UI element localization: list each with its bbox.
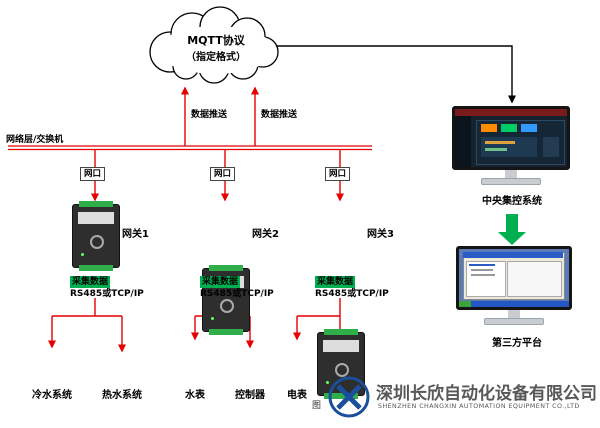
gateway-terminal [324, 393, 358, 399]
network-layer-label: 网络层/交换机 [6, 135, 64, 145]
gateway-label-3: 网关3 [367, 229, 394, 240]
data-push-label-right: 数据推送 [261, 110, 298, 120]
gateway-logo [90, 235, 104, 249]
protocol-label-1: RS485或TCP/IP [70, 289, 144, 299]
cloud-title: MQTT协议 [187, 34, 245, 47]
collect-data-label-3: 采集数据 [315, 276, 356, 288]
collect-data-label-2: 采集数据 [200, 276, 241, 288]
gateway-label-1: 网关1 [122, 229, 149, 240]
company-logo [326, 374, 372, 424]
company-name-en: SHENZHEN CHANGXIN AUTOMATION EQUIPMENT C… [378, 403, 580, 410]
device-label-hot-water: 热水系统 [102, 390, 142, 401]
central-system-screen [452, 106, 570, 170]
gateway-label-2: 网关2 [252, 229, 279, 240]
green-down-arrow [498, 214, 526, 245]
device-label-electric-meter: 电表 [287, 390, 307, 401]
gateway-device-1 [72, 201, 120, 271]
gateway-label-panel [323, 340, 359, 352]
device-label-chilled-water: 冷水系统 [32, 390, 72, 401]
company-name-cn: 深圳长欣自动化设备有限公司 [376, 384, 597, 404]
central-system-monitor [452, 106, 570, 185]
port-label-2: 网口 [210, 167, 236, 181]
port-label-3: 网口 [325, 167, 351, 181]
gateway-logo [220, 299, 234, 313]
gateway-led [211, 317, 214, 320]
gateway-led [81, 253, 84, 256]
monitor-base [484, 318, 544, 325]
monitor-stand [505, 170, 517, 178]
cloud-subtitle: （指定格式） [186, 52, 246, 63]
mqtt-cloud-shape [149, 6, 279, 84]
gateway-terminal [79, 201, 113, 207]
device-label-water-meter: 水表 [185, 390, 205, 401]
device-label-controller: 控制器 [235, 390, 265, 401]
third-party-screen [456, 246, 572, 310]
gateway-terminal [324, 329, 358, 335]
gateway-terminal [209, 265, 243, 271]
gateway-led [326, 381, 329, 384]
gateway-terminal [209, 329, 243, 335]
central-system-label: 中央集控系统 [482, 196, 542, 207]
watermark-text: 图 [312, 401, 322, 411]
monitor-base [481, 178, 541, 185]
third-party-label: 第三方平台 [492, 338, 542, 349]
gateway-label-panel [78, 212, 114, 224]
monitor-stand [508, 310, 520, 318]
gateway-logo [335, 363, 349, 377]
collect-data-label-1: 采集数据 [70, 276, 111, 288]
third-party-monitor [456, 246, 572, 325]
protocol-label-3: RS485或TCP/IP [315, 289, 389, 299]
protocol-label-2: RS485或TCP/IP [200, 289, 274, 299]
gateway-terminal [79, 265, 113, 271]
data-push-label-left: 数据推送 [191, 110, 228, 120]
port-label-1: 网口 [80, 167, 106, 181]
